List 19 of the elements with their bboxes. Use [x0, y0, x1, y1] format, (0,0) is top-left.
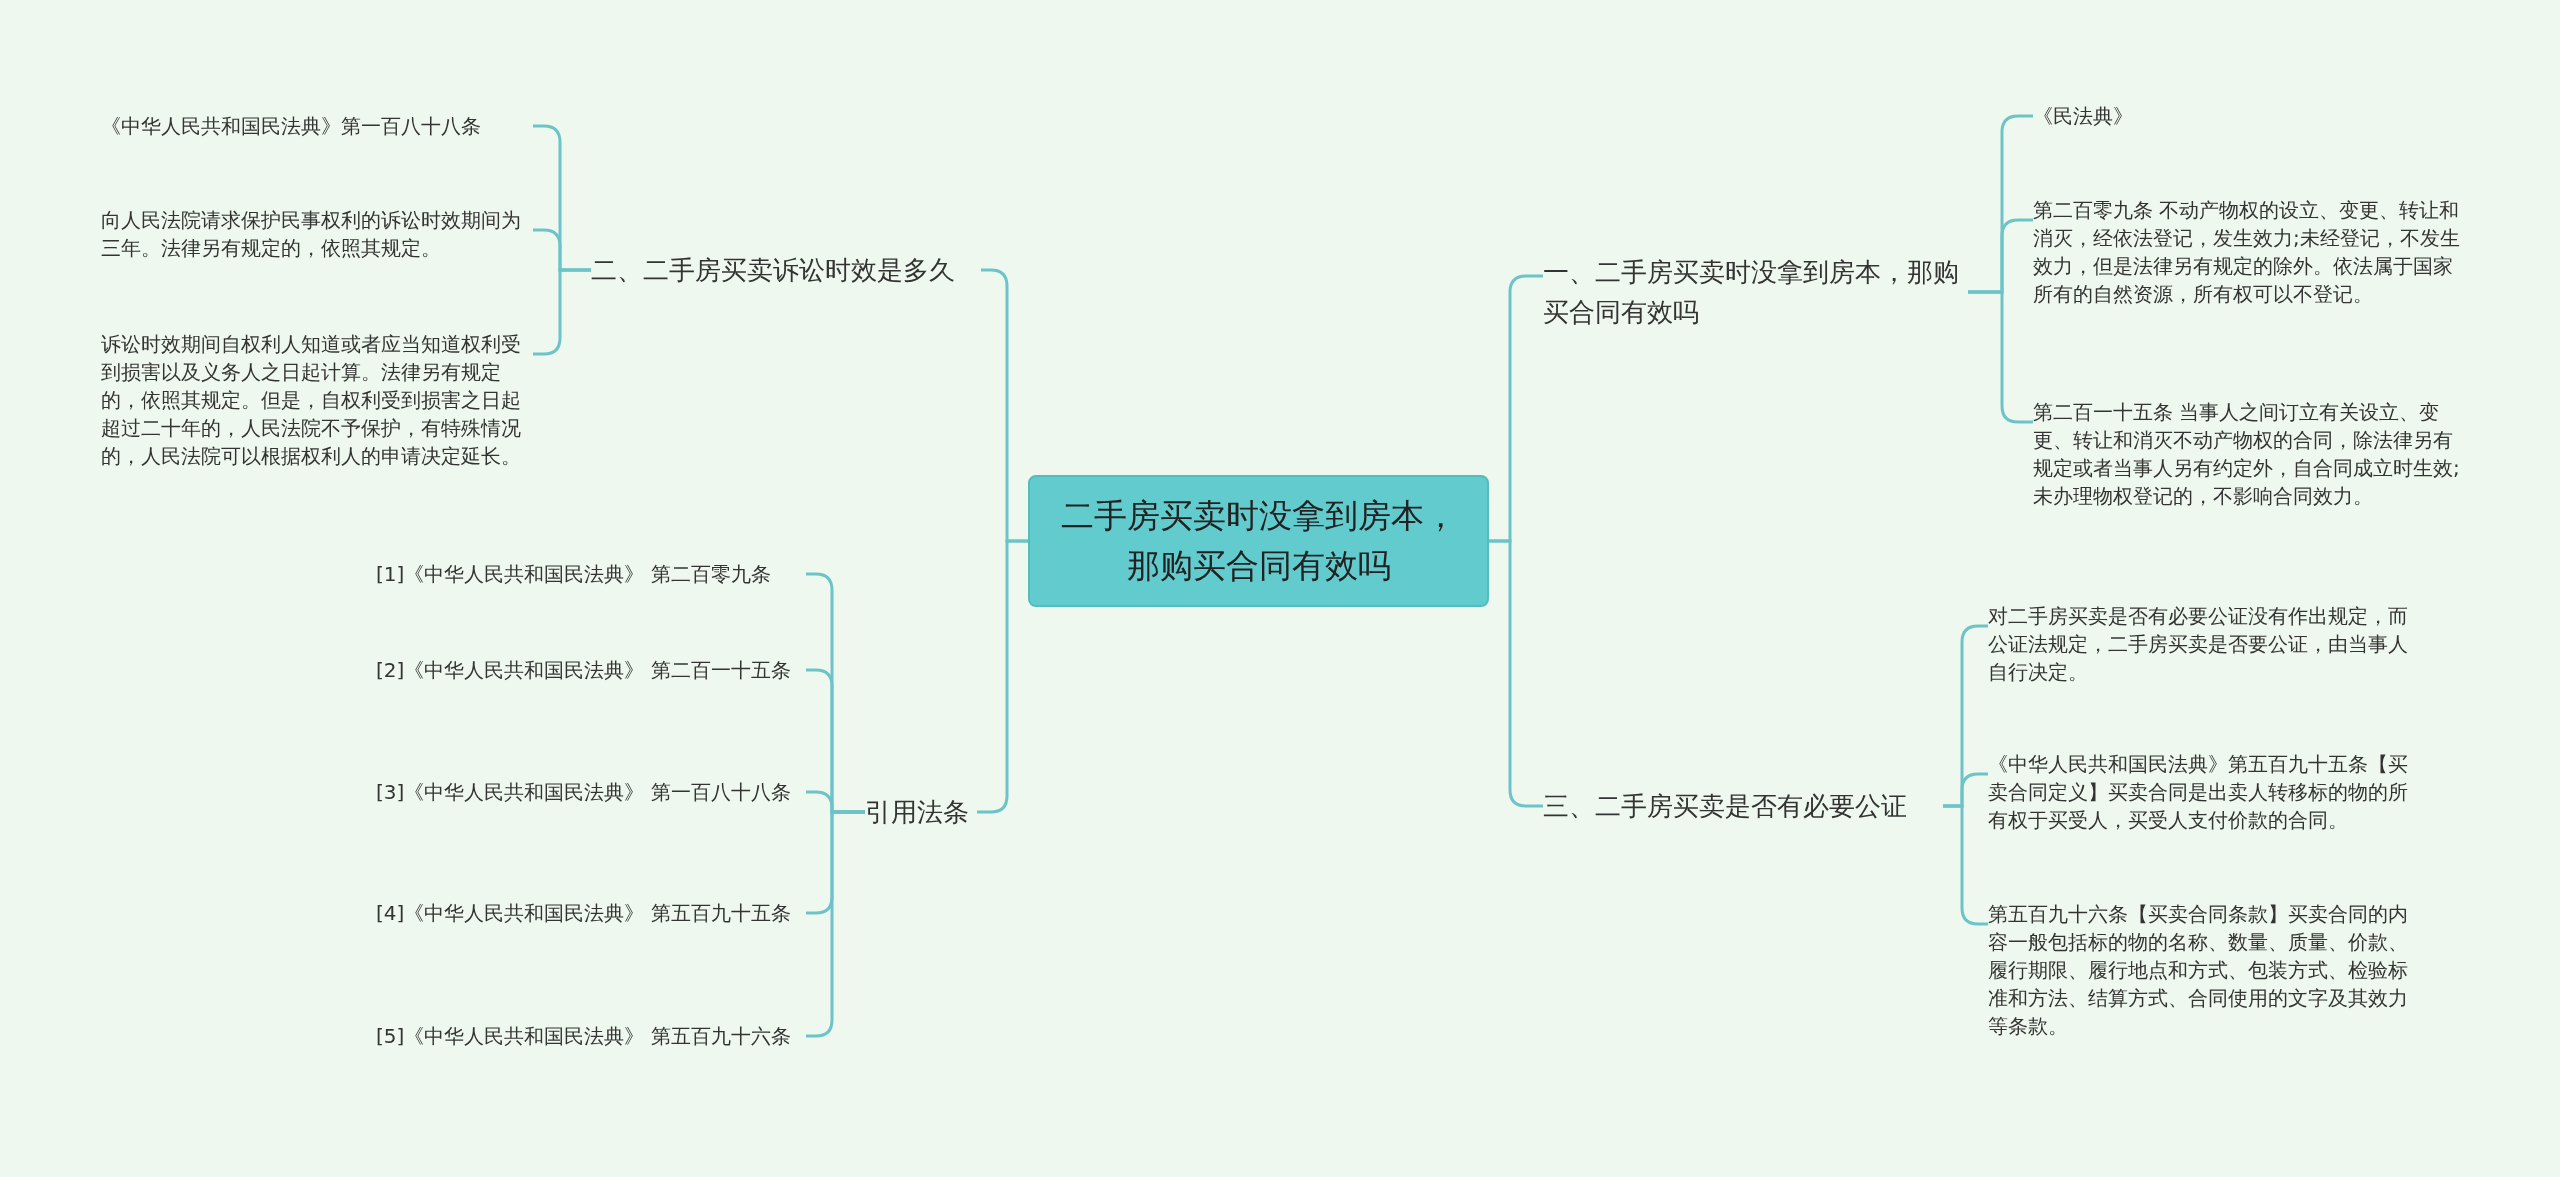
leaf-note: 向人民法院请求保护民事权利的诉讼时效期间为三年。法律另有规定的，依照其规定。	[101, 206, 533, 262]
leaf-note: [1]《中华人民共和国民法典》 第二百零九条	[376, 560, 806, 588]
leaf-note: [4]《中华人民共和国民法典》 第五百九十五条	[376, 899, 806, 927]
leaf-note: 《中华人民共和国民法典》第五百九十五条【买卖合同定义】买卖合同是出卖人转移标的物的所有权于买受人，买受人支付价款的合同。	[1988, 750, 2420, 834]
leaf-note: 第五百九十六条【买卖合同条款】买卖合同的内容一般包括标的物的名称、数量、质量、价款、履行期限、履行地点和方式、包装方式、检验标准和方法、结算方式、合同使用的文字及其效力等条款。	[1988, 900, 2420, 1040]
leaf-note: 第二百零九条 不动产物权的设立、变更、转让和消灭，经依法登记，发生效力;未经登记，不发生效力，但是法律另有规定的除外。依法属于国家所有的自然资源，所有权可以不登记。	[2033, 196, 2465, 308]
leaf-note: 《中华人民共和国民法典》第一百八十八条	[101, 112, 533, 140]
leaf-note: 对二手房买卖是否有必要公证没有作出规定，而公证法规定，二手房买卖是否要公证，由当事人自行决定。	[1988, 602, 2420, 686]
leaf-note: 诉讼时效期间自权利人知道或者应当知道权利受到损害以及义务人之日起计算。法律另有规定的，依照其规定。但是，自权利受到损害之日起超过二十年的，人民法院不予保护，有特殊情况的，人民法院可以根据权利人的申请决定延长。	[101, 330, 533, 470]
leaf-note: [5]《中华人民共和国民法典》 第五百九十六条	[376, 1022, 806, 1050]
branch-topic: 二、二手房买卖诉讼时效是多久	[591, 250, 981, 290]
branch-topic: 三、二手房买卖是否有必要公证	[1543, 786, 1943, 826]
leaf-note: 第二百一十五条 当事人之间订立有关设立、变更、转让和消灭不动产物权的合同，除法律另有规定或者当事人另有约定外，自合同成立时生效;未办理物权登记的，不影响合同效力。	[2033, 398, 2465, 510]
branch-topic: 一、二手房买卖时没拿到房本，那购买合同有效吗	[1543, 252, 1968, 332]
leaf-note: 《民法典》	[2033, 102, 2463, 130]
branch-topic: 引用法条	[865, 792, 977, 832]
leaf-note: [2]《中华人民共和国民法典》 第二百一十五条	[376, 656, 806, 684]
central-topic-box: 二手房买卖时没拿到房本，那购买合同有效吗	[1028, 475, 1489, 607]
leaf-note: [3]《中华人民共和国民法典》 第一百八十八条	[376, 778, 806, 806]
